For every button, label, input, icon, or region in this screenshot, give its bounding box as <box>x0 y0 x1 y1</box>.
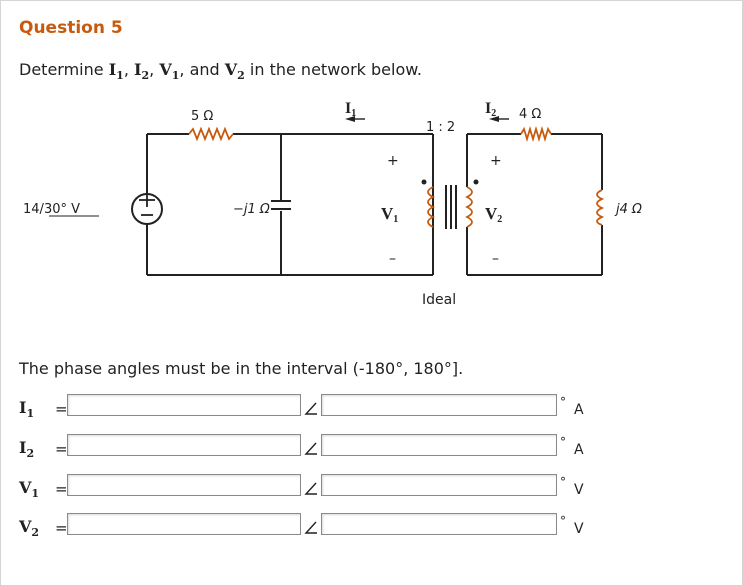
prompt-sep: , <box>149 60 160 79</box>
ideal-label: Ideal <box>422 292 456 308</box>
v1-magnitude-input[interactable] <box>67 474 301 496</box>
i2-magnitude-input[interactable] <box>67 434 301 456</box>
question-prompt: Determine I1, I2, V1, and V2 in the netw… <box>19 60 422 82</box>
v1-minus: – <box>389 251 396 267</box>
prompt-var-i1: I1 <box>108 60 124 83</box>
i1-angle-input[interactable] <box>321 394 557 416</box>
angle-symbol-icon <box>304 482 317 495</box>
answer-var: I1 <box>19 398 35 421</box>
phase-angle-note: The phase angles must be in the interval… <box>19 359 464 378</box>
resistor-5ohm-label: 5 Ω <box>191 109 213 124</box>
circuit-diagram: 14/30° V 5 Ω −j1 Ω I1 1 : 2 I2 4 Ω + V1 … <box>23 100 642 308</box>
equals-sign: = <box>55 400 68 418</box>
unit-label: V <box>574 521 584 537</box>
equals-sign: = <box>55 440 68 458</box>
v1-plus: + <box>387 153 399 169</box>
source-label: 14/30° V <box>23 202 80 217</box>
v1-label: V1 <box>381 204 398 225</box>
answer-row-i2: I2 = ° A <box>1 434 743 464</box>
prompt-sep: , <box>123 60 134 79</box>
turns-ratio-label: 1 : 2 <box>426 120 455 135</box>
angle-symbol-icon <box>304 442 317 455</box>
current-i1-label: I1 <box>345 100 356 119</box>
equals-sign: = <box>55 519 68 537</box>
angle-symbol-icon <box>304 521 317 534</box>
v2-angle-input[interactable] <box>321 513 557 535</box>
degree-symbol: ° <box>560 475 566 489</box>
answer-var: V2 <box>19 517 40 540</box>
resistor-4ohm-label: 4 Ω <box>519 107 541 122</box>
resistor-4ohm <box>520 125 552 143</box>
unit-label: A <box>574 442 584 458</box>
i2-angle-input[interactable] <box>321 434 557 456</box>
load-label: j4 Ω <box>614 202 642 217</box>
answer-var: I2 <box>19 438 35 461</box>
prompt-pre: Determine <box>19 60 109 79</box>
angle-symbol-icon <box>304 402 317 415</box>
load-inductor <box>596 189 605 226</box>
v1-angle-input[interactable] <box>321 474 557 496</box>
current-i2-label: I2 <box>485 100 496 119</box>
answer-row-i1: I1 = ° A <box>1 394 743 424</box>
degree-symbol: ° <box>560 435 566 449</box>
degree-symbol: ° <box>560 514 566 528</box>
v2-minus: – <box>492 251 499 267</box>
i1-magnitude-input[interactable] <box>67 394 301 416</box>
question-title: Question 5 <box>19 18 123 38</box>
answer-var: V1 <box>19 478 40 501</box>
equals-sign: = <box>55 480 68 498</box>
resistor-5ohm <box>188 126 234 142</box>
unit-label: V <box>574 482 584 498</box>
prompt-var-i2: I2 <box>134 60 150 83</box>
primary-coil <box>427 186 436 228</box>
prompt-post: in the network below. <box>244 60 422 79</box>
secondary-coil <box>464 186 473 228</box>
v2-label: V2 <box>485 204 502 225</box>
unit-label: A <box>574 402 584 418</box>
degree-symbol: ° <box>560 395 566 409</box>
prompt-var-v2: V2 <box>224 60 245 83</box>
v2-plus: + <box>490 153 502 169</box>
prompt-var-v1: V1 <box>159 60 180 83</box>
capacitor-label: −j1 Ω <box>233 202 270 217</box>
prompt-sep: , and <box>179 60 225 79</box>
answer-row-v1: V1 = ° V <box>1 474 743 504</box>
answer-row-v2: V2 = ° V <box>1 513 743 543</box>
v2-magnitude-input[interactable] <box>67 513 301 535</box>
